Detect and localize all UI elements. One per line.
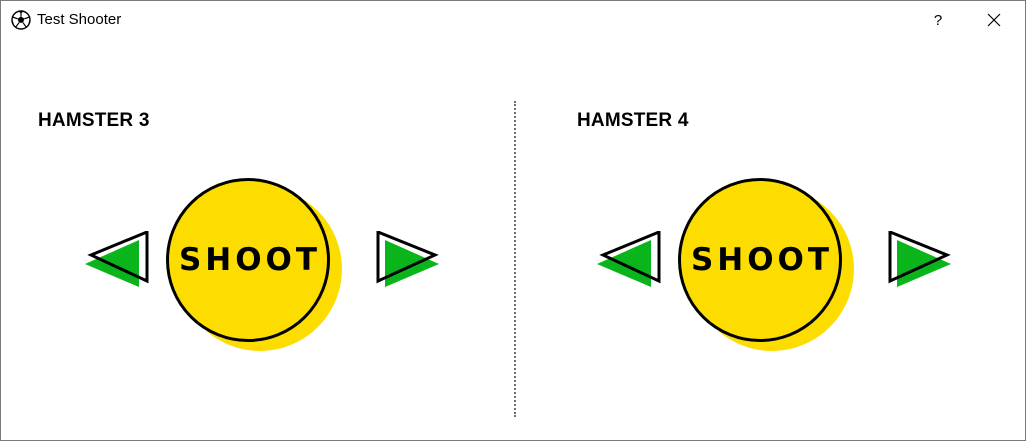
player-panel-hamster-4: HAMSTER 4 SHOOT — [513, 39, 1025, 440]
shoot-button[interactable]: SHOOT — [678, 178, 878, 378]
player-panel-hamster-3: HAMSTER 3 SHOOT — [1, 39, 513, 440]
arrow-right-icon[interactable] — [375, 231, 445, 293]
shoot-button-face: SHOOT — [166, 178, 330, 342]
arrow-left-icon[interactable] — [595, 231, 665, 293]
shoot-button-face: SHOOT — [678, 178, 842, 342]
window-title: Test Shooter — [37, 11, 122, 28]
shoot-label: SHOOT — [690, 242, 834, 278]
player-name: HAMSTER 3 — [38, 110, 150, 131]
help-label: ? — [933, 11, 943, 29]
arrow-right-icon[interactable] — [887, 231, 957, 293]
shoot-label: SHOOT — [178, 242, 322, 278]
shoot-button[interactable]: SHOOT — [166, 178, 366, 378]
close-button[interactable] — [971, 1, 1017, 39]
arrow-left-icon[interactable] — [83, 231, 153, 293]
soccer-ball-icon — [11, 10, 31, 30]
shooter-content: HAMSTER 3 SHOOT HAMSTER 4 — [1, 39, 1025, 440]
close-icon — [987, 13, 1001, 27]
player-name: HAMSTER 4 — [577, 110, 689, 131]
title-bar[interactable]: Test Shooter ? — [1, 1, 1025, 39]
help-button[interactable]: ? — [915, 1, 961, 39]
panel-divider — [514, 101, 516, 417]
